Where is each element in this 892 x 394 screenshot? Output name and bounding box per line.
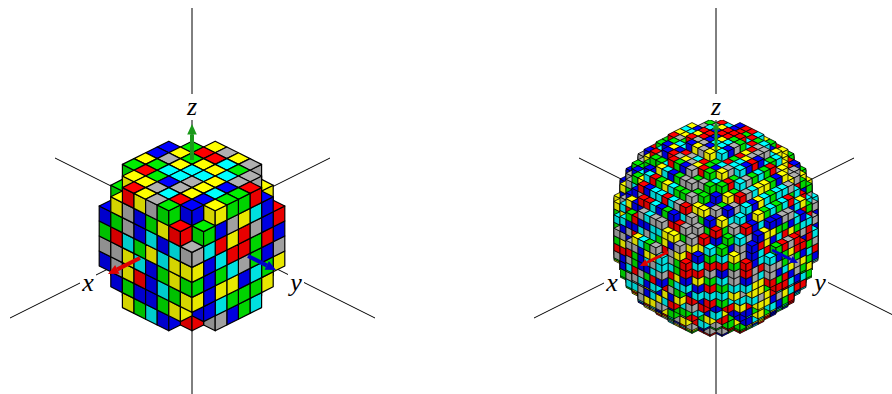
voxel-face	[698, 233, 710, 239]
voxel-face	[686, 191, 698, 197]
voxel-face	[668, 209, 680, 215]
axis-label: y	[812, 270, 828, 296]
voxel-face	[169, 220, 192, 232]
voxel-face	[716, 181, 728, 187]
voxel-face	[704, 148, 716, 154]
voxel-sphere	[614, 120, 818, 337]
voxel-face	[180, 199, 203, 211]
voxel-face	[770, 242, 782, 248]
axis-label: y	[288, 270, 304, 296]
voxel-face	[734, 212, 746, 218]
voxel-face	[710, 205, 722, 211]
voxel-face	[698, 205, 710, 211]
x-axis	[534, 158, 854, 318]
voxel-face	[704, 168, 716, 174]
voxel-face	[686, 233, 698, 239]
voxel-face	[740, 258, 752, 264]
voxel-face	[686, 178, 698, 184]
voxel-face	[686, 165, 698, 171]
voxel-face	[746, 240, 758, 246]
voxel-face	[686, 212, 698, 218]
voxel-face	[680, 202, 692, 208]
voxel-face	[722, 233, 734, 239]
voxel-face	[692, 223, 704, 229]
voxel-face	[716, 168, 728, 174]
voxel-cube	[99, 141, 285, 331]
voxel-face	[728, 223, 740, 229]
voxel-face	[704, 243, 716, 249]
voxel-face	[674, 240, 686, 246]
voxel-face	[650, 242, 662, 248]
axis-arrow	[772, 250, 791, 260]
y-axis	[579, 158, 892, 315]
voxel-face	[680, 258, 692, 264]
voxel-face	[734, 178, 746, 184]
x-axis	[10, 158, 330, 318]
axis-arrows	[108, 122, 798, 274]
y-axis	[55, 158, 375, 318]
voxel-face	[722, 191, 734, 197]
voxel-face	[704, 215, 716, 221]
voxel-face	[734, 165, 746, 171]
voxel-face	[716, 243, 728, 249]
axis-arrow	[248, 256, 267, 265]
voxel-face	[204, 199, 227, 211]
voxel-face	[710, 226, 722, 232]
voxel-face	[722, 205, 734, 211]
axis-label: x	[604, 270, 620, 296]
voxel-face	[180, 241, 203, 253]
voxel-face	[668, 230, 680, 236]
axis-arrow	[715, 130, 718, 150]
voxel-face	[764, 252, 776, 258]
voxel-face	[740, 202, 752, 208]
arrow-head	[712, 122, 719, 130]
voxel-face	[740, 223, 752, 229]
voxel-face	[716, 148, 728, 154]
voxel-face	[698, 191, 710, 197]
axis-label: z	[709, 94, 723, 120]
voxel-face	[192, 220, 215, 232]
voxel-face	[680, 223, 692, 229]
axis-arrow	[190, 134, 194, 160]
voxel-face	[752, 230, 764, 236]
voxel-face	[734, 191, 746, 197]
voxel-face	[728, 251, 740, 257]
arrow-head	[640, 259, 649, 266]
axis-arrow	[117, 258, 140, 269]
voxel-face	[734, 233, 746, 239]
voxel-face	[764, 217, 776, 223]
axis-label: z	[185, 94, 199, 120]
voxel-face	[752, 209, 764, 215]
axis-label: x	[80, 270, 96, 296]
voxel-face	[656, 217, 668, 223]
voxel-face	[157, 199, 180, 211]
voxel-face	[692, 251, 704, 257]
arrow-head	[108, 265, 119, 274]
arrow-head	[265, 261, 276, 270]
voxel-face	[716, 215, 728, 221]
axis-arrow	[647, 252, 668, 263]
voxel-face	[704, 181, 716, 187]
arrow-head	[187, 124, 197, 134]
voxel-face	[710, 191, 722, 197]
axis-lines	[10, 8, 892, 394]
arrow-head	[789, 256, 798, 263]
